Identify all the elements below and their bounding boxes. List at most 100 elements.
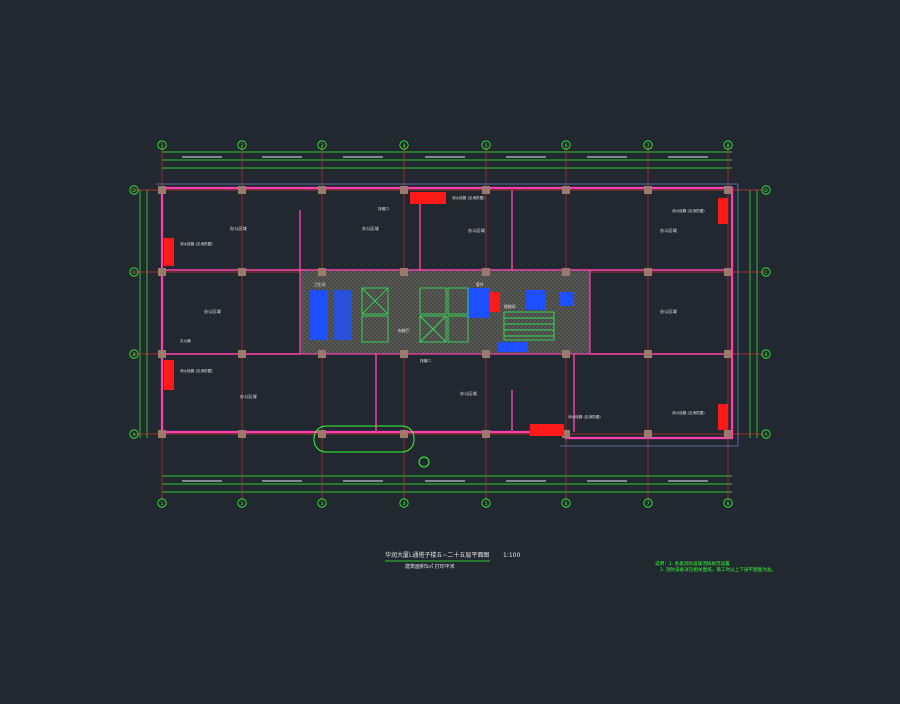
axis-label-row: A bbox=[132, 432, 136, 438]
column-pier bbox=[482, 430, 490, 438]
dimension-texts bbox=[182, 156, 708, 482]
equipment-label-hydrant: 消火栓箱 (见消防图) bbox=[672, 208, 705, 213]
column-pier bbox=[562, 350, 570, 358]
column-pier bbox=[644, 350, 652, 358]
axis-bubble-column bbox=[561, 498, 571, 508]
axis-bubble-column bbox=[643, 140, 653, 150]
column-pier bbox=[644, 430, 652, 438]
axis-bubble-column bbox=[399, 140, 409, 150]
room-label-toilet: 卫生间 bbox=[314, 282, 326, 287]
axis-bubble-row bbox=[129, 429, 139, 439]
axis-label-row: D bbox=[132, 188, 136, 194]
room-label-office: 办公区域 bbox=[240, 393, 258, 400]
structural-columns bbox=[158, 186, 732, 438]
axis-bubble-column bbox=[317, 140, 327, 150]
column-pier bbox=[482, 186, 490, 194]
axis-bubble-column bbox=[643, 498, 653, 508]
column-pier bbox=[724, 186, 732, 194]
drawing-scale: 1:100 bbox=[503, 552, 520, 559]
axis-label-row: B bbox=[764, 352, 767, 358]
axis-bubble-row bbox=[761, 185, 771, 195]
axis-bubble-column bbox=[237, 498, 247, 508]
axis-bubble-column bbox=[317, 498, 327, 508]
axis-bubble-column bbox=[157, 140, 167, 150]
column-pier bbox=[724, 268, 732, 276]
column-pier bbox=[644, 186, 652, 194]
dimension-lines bbox=[139, 151, 758, 493]
column-pier bbox=[238, 186, 246, 194]
axis-label-column: 8 bbox=[727, 143, 730, 149]
column-pier bbox=[318, 268, 326, 276]
axis-bubble-row bbox=[761, 429, 771, 439]
axis-bubble-column bbox=[561, 140, 571, 150]
column-pier bbox=[562, 186, 570, 194]
axis-bubble-row bbox=[761, 349, 771, 359]
axis-label-column: 3 bbox=[321, 501, 324, 507]
axis-bubble-column bbox=[237, 140, 247, 150]
column-pier bbox=[724, 350, 732, 358]
axis-label-column: 7 bbox=[647, 143, 650, 149]
column-pier bbox=[158, 350, 166, 358]
column-pier bbox=[400, 430, 408, 438]
axis-label-column: 5 bbox=[485, 143, 488, 149]
axis-label-column: 4 bbox=[403, 501, 406, 507]
column-pier bbox=[482, 268, 490, 276]
axis-bubble-row bbox=[129, 267, 139, 277]
axis-bubble-column bbox=[723, 140, 733, 150]
axis-label-row: B bbox=[132, 352, 135, 358]
axis-label-column: 3 bbox=[321, 143, 324, 149]
axis-label-column: 7 bbox=[647, 501, 650, 507]
column-pier bbox=[238, 268, 246, 276]
column-pier bbox=[482, 350, 490, 358]
axis-label-column: 1 bbox=[161, 143, 164, 149]
column-pier bbox=[318, 430, 326, 438]
axis-label-column: 4 bbox=[403, 143, 406, 149]
axis-label-column: 1 bbox=[161, 501, 164, 507]
axis-bubble-row bbox=[129, 185, 139, 195]
room-label-shaft: 管井 bbox=[476, 282, 484, 287]
equipment-label-hydrant: 消火栓箱 (见消防图) bbox=[452, 195, 485, 200]
equipment-label-hydrant: 消火栓箱 (见消防图) bbox=[180, 368, 213, 373]
equipment-label-smoke: 排烟口 bbox=[378, 206, 389, 211]
column-pier bbox=[562, 268, 570, 276]
column-pier bbox=[400, 268, 408, 276]
axis-bubble-column bbox=[399, 498, 409, 508]
room-label-office: 办公区域 bbox=[460, 390, 478, 397]
room-label-office: 办公区域 bbox=[204, 308, 222, 315]
room-label-office: 办公区域 bbox=[468, 227, 486, 234]
title-block: 华润大厦L通塔子楼五~二十五层平面图 1:100 建筑面积S㎡ 打印平米 说明：… bbox=[385, 551, 776, 573]
axis-label-column: 2 bbox=[241, 501, 244, 507]
core-area bbox=[299, 269, 591, 355]
axis-label-row: A bbox=[764, 432, 768, 438]
column-pier bbox=[562, 430, 570, 438]
column-pier bbox=[318, 186, 326, 194]
room-label-office: 办公区域 bbox=[660, 227, 678, 234]
column-pier bbox=[158, 268, 166, 276]
axis-bubble-column bbox=[481, 140, 491, 150]
room-label-lift-hall: 电梯厅 bbox=[398, 328, 410, 333]
drawing-subtitle: 建筑面积S㎡ 打印平米 bbox=[405, 563, 455, 570]
axis-label-row: C bbox=[132, 270, 135, 276]
equipment-label-smoke: 排烟口 bbox=[420, 358, 431, 363]
room-label-office: 办公区域 bbox=[362, 225, 380, 232]
room-label-office: 办公区域 bbox=[660, 308, 678, 315]
axis-bubble-row bbox=[761, 267, 771, 277]
drawing-title: 华润大厦L通塔子楼五~二十五层平面图 bbox=[385, 551, 489, 559]
equipment-label-hydrant: 消火栓箱 (见消防图) bbox=[672, 410, 705, 415]
axis-label-column: 6 bbox=[565, 143, 568, 149]
column-pier bbox=[318, 350, 326, 358]
column-pier bbox=[238, 430, 246, 438]
axis-label-row: D bbox=[764, 188, 768, 194]
fire-hydrant-boxes bbox=[164, 192, 728, 436]
column-pier bbox=[724, 430, 732, 438]
column-pier bbox=[158, 186, 166, 194]
column-pier bbox=[238, 350, 246, 358]
drawing-note-1: 说明：1. 各类消防设施须按规范设置 bbox=[655, 560, 730, 567]
axis-label-column: 2 bbox=[241, 143, 244, 149]
column-pier bbox=[400, 350, 408, 358]
axis-label-row: C bbox=[764, 270, 767, 276]
column-pier bbox=[644, 268, 652, 276]
equipment-label-hydrant: 消火栓箱 (见消防图) bbox=[180, 241, 213, 246]
axis-bubble-column bbox=[723, 498, 733, 508]
